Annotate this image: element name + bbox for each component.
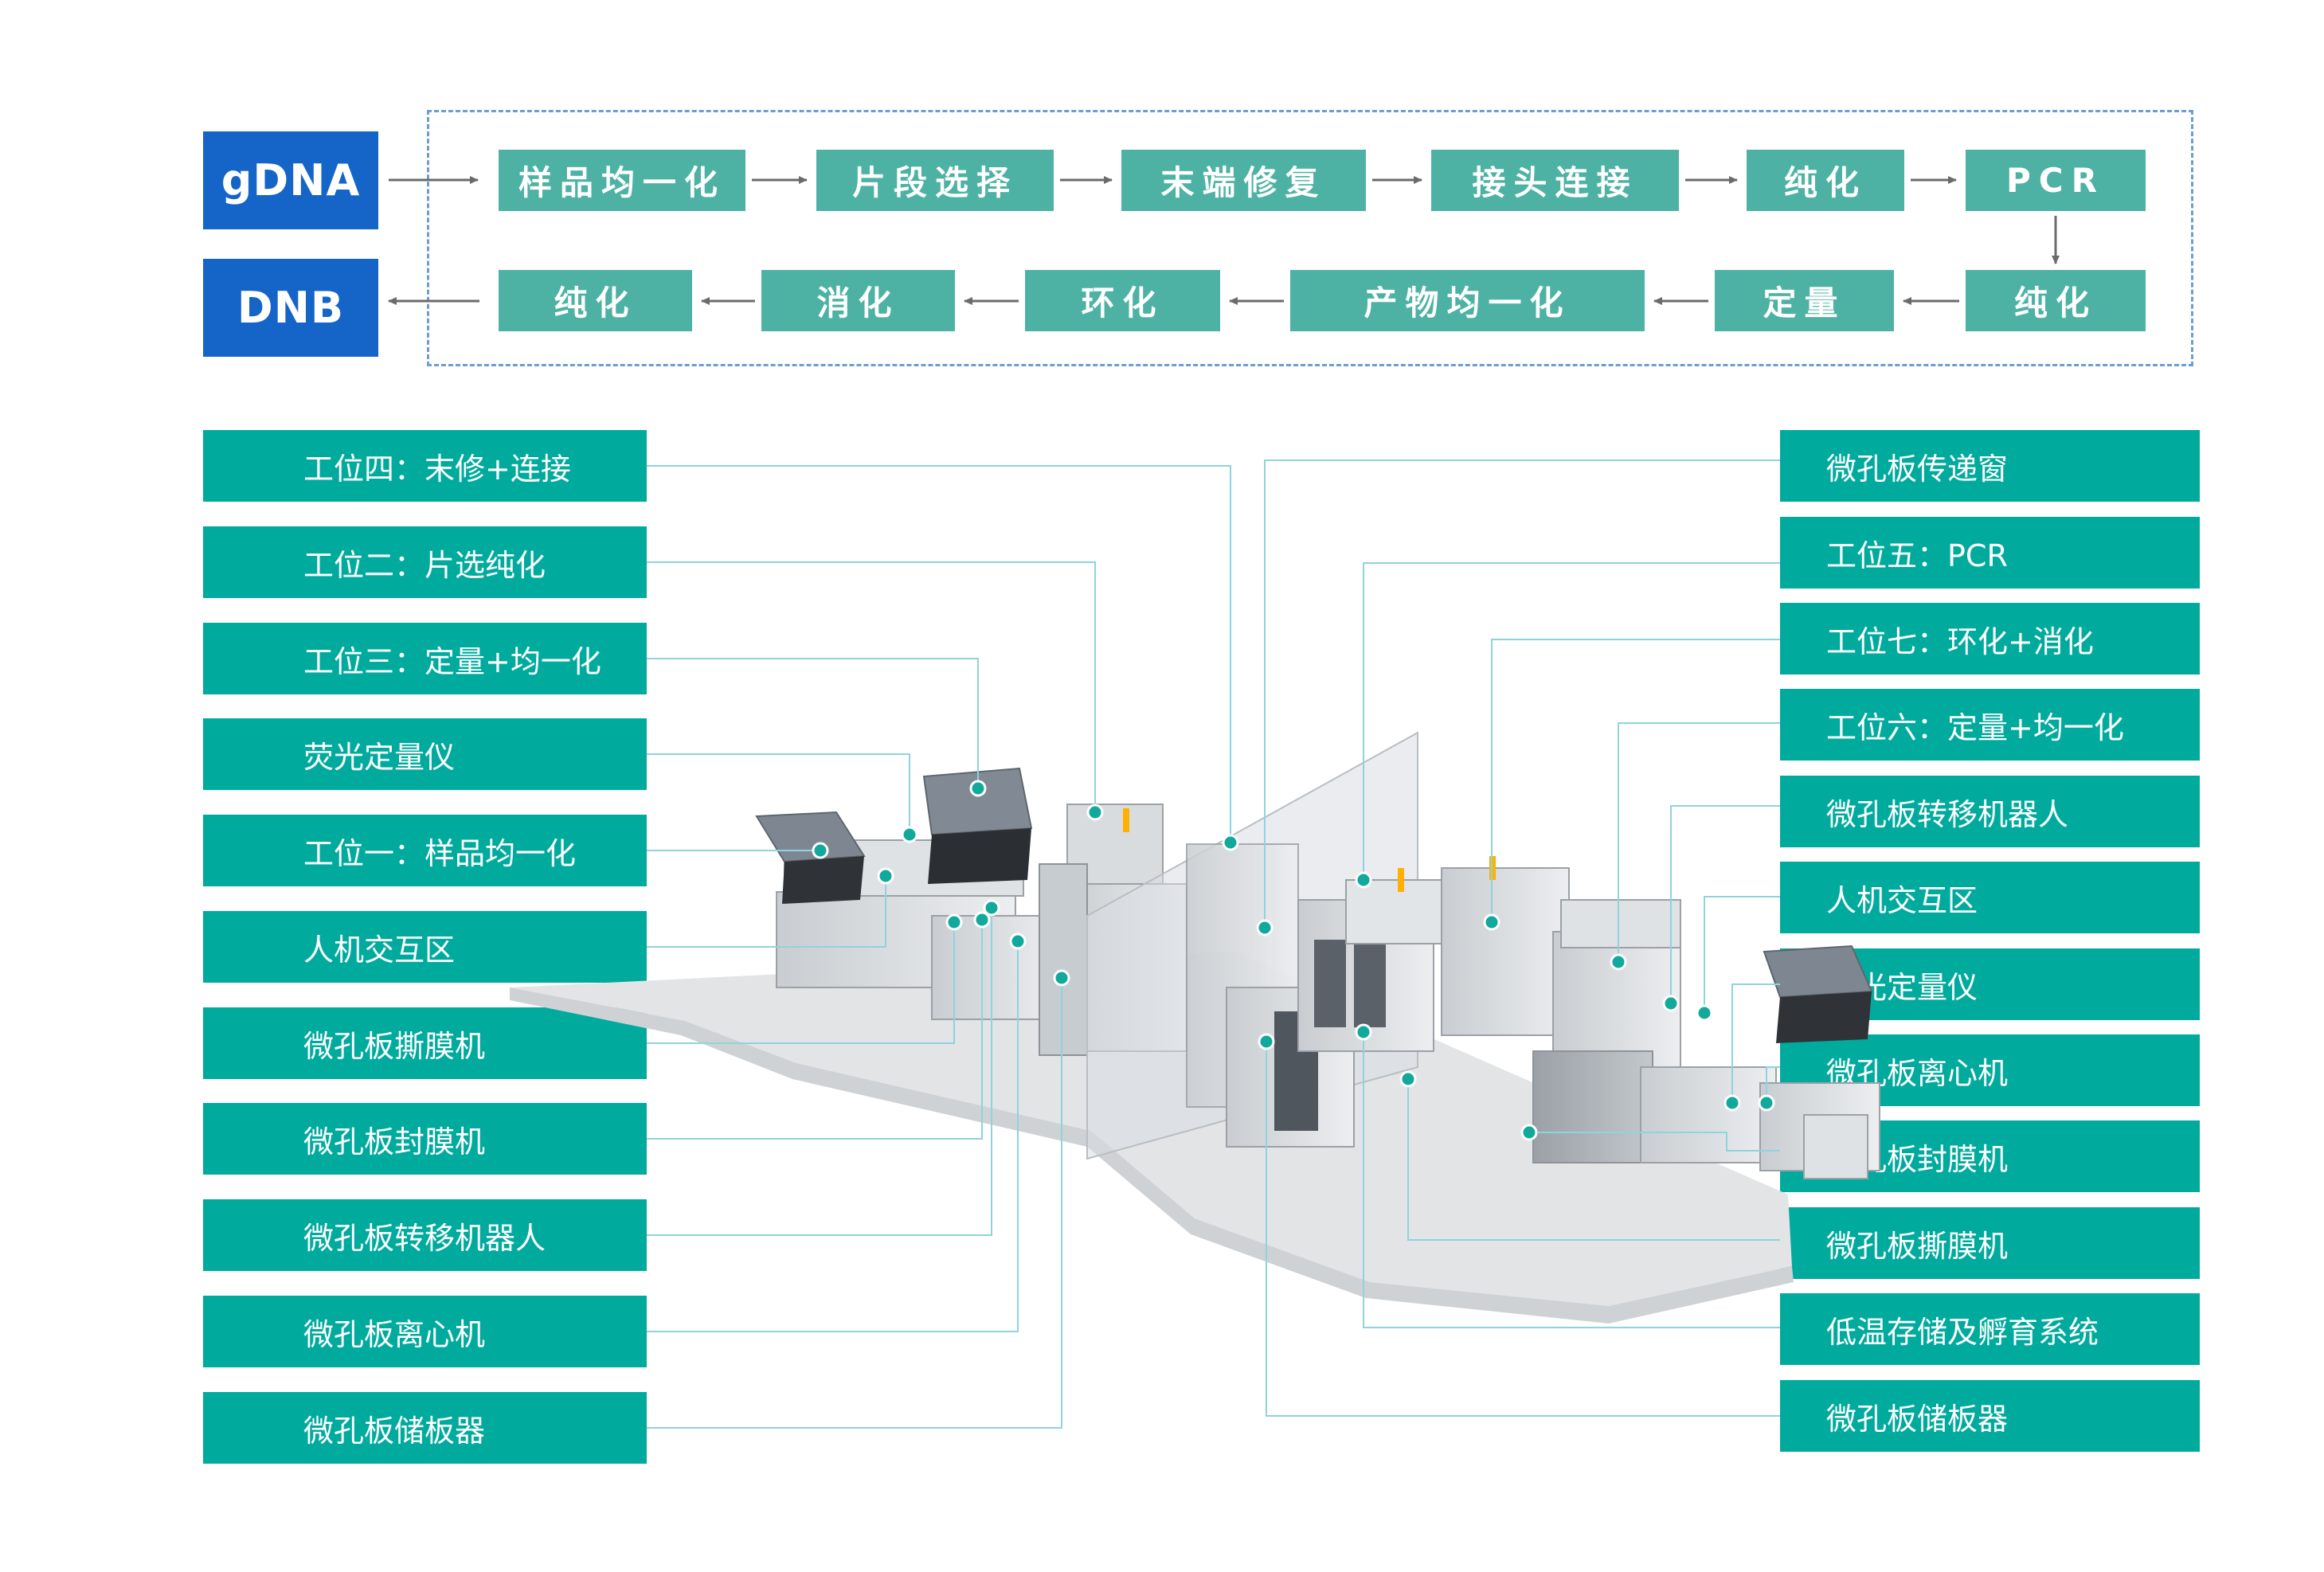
flow-step-end-repair: 末端修复 (1121, 150, 1366, 211)
left-label-plate-stacker: 微孔板储板器 (203, 1392, 647, 1464)
right-label-centrifuge: 微孔板离心机 (1780, 1034, 2200, 1106)
left-label-fluorometer: 荧光定量仪 (203, 718, 647, 790)
flow-arrows (388, 176, 2060, 305)
right-label-transfer-robot: 微孔板转移机器人 (1780, 776, 2200, 847)
input-box-gdna: gDNA (203, 131, 378, 229)
right-label-hmi-zone: 人机交互区 (1780, 862, 2200, 933)
left-label-hmi-zone: 人机交互区 (203, 911, 647, 983)
left-label-station-4: 工位四：末修+连接 (203, 430, 647, 502)
flow-step-product-normalization: 产物均一化 (1290, 270, 1645, 331)
left-label-transfer-robot: 微孔板转移机器人 (203, 1199, 647, 1271)
left-label-station-1: 工位一：样品均一化 (203, 815, 647, 886)
right-label-cold-storage: 低温存储及孵育系统 (1780, 1293, 2200, 1365)
process-flow-frame (427, 110, 2193, 366)
flow-step-purification-3: 纯化 (499, 270, 692, 331)
marker-dots (812, 780, 1775, 1141)
left-label-centrifuge: 微孔板离心机 (203, 1296, 647, 1367)
machine-illustration (510, 731, 1880, 1324)
right-label-pass-window: 微孔板传递窗 (1780, 430, 2200, 502)
flow-step-sample-normalization: 样品均一化 (499, 150, 745, 211)
right-label-station-5: 工位五：PCR (1780, 517, 2200, 589)
right-label-station-6: 工位六：定量+均一化 (1780, 689, 2200, 761)
right-label-station-7: 工位七：环化+消化 (1780, 603, 2200, 675)
flow-step-circularization: 环化 (1025, 270, 1220, 331)
flow-step-size-selection: 片段选择 (816, 150, 1054, 211)
flow-step-purification-1: 纯化 (1747, 150, 1904, 211)
left-label-seal-remover: 微孔板撕膜机 (203, 1007, 647, 1079)
left-label-station-3: 工位三：定量+均一化 (203, 623, 647, 694)
right-label-seal-remover: 微孔板撕膜机 (1780, 1207, 2200, 1279)
output-box-dnb: DNB (203, 259, 378, 357)
right-label-plate-stacker: 微孔板储板器 (1780, 1380, 2200, 1452)
flow-step-quantification: 定量 (1715, 270, 1894, 331)
flow-step-pcr: PCR (1966, 150, 2146, 211)
flow-step-purification-2: 纯化 (1966, 270, 2146, 331)
left-label-station-2: 工位二：片选纯化 (203, 526, 647, 598)
left-label-plate-sealer: 微孔板封膜机 (203, 1103, 647, 1175)
leader-lines (647, 459, 1780, 1429)
flow-step-adapter-ligation: 接头连接 (1431, 150, 1679, 211)
flow-step-digestion: 消化 (761, 270, 955, 331)
